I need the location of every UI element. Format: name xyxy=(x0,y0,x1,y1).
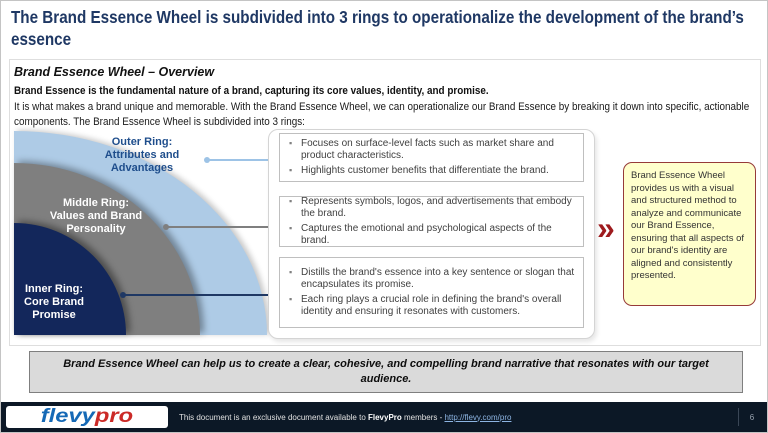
bullet-item: Focuses on surface-level facts such as m… xyxy=(288,138,575,162)
bullet-item: Captures the emotional and psychological… xyxy=(288,223,575,247)
outer-ring-label: Outer Ring: Attributes and Advantages xyxy=(104,136,180,174)
leader-line-inner xyxy=(120,291,279,298)
page-number: 6 xyxy=(749,412,755,422)
detail-box-inner-ring: Distills the brand's essence into a key … xyxy=(279,257,584,328)
leader-line-outer xyxy=(204,156,279,163)
bullet-list: Distills the brand's essence into a key … xyxy=(288,265,575,320)
logo-flevy: flevy xyxy=(40,406,95,427)
bullet-item: Each ring plays a crucial role in defini… xyxy=(288,294,575,318)
footer-link[interactable]: http://flevy.com/pro xyxy=(444,412,512,422)
flevypro-logo-text: flevypro xyxy=(41,406,133,428)
section-heading: Brand Essence Wheel – Overview xyxy=(14,65,215,79)
bullet-item: Represents symbols, logos, and advertise… xyxy=(288,196,575,220)
summary-banner: Brand Essence Wheel can help us to creat… xyxy=(29,351,743,393)
callout-note: Brand Essence Wheel provides us with a v… xyxy=(623,162,756,306)
middle-ring-label: Middle Ring: Values and Brand Personalit… xyxy=(49,197,143,235)
logo-pro: pro xyxy=(94,406,134,427)
detail-box-middle-ring: Represents symbols, logos, and advertise… xyxy=(279,196,584,247)
intro-lead-text: Brand Essence is the fundamental nature … xyxy=(14,85,489,97)
bullet-item: Distills the brand's essence into a key … xyxy=(288,267,575,291)
inner-ring-label: Inner Ring: Core Brand Promise xyxy=(24,283,84,321)
bullet-item: Highlights customer benefits that differ… xyxy=(288,165,575,177)
footer-divider xyxy=(738,408,739,426)
leader-line-middle xyxy=(163,223,279,230)
intro-body-text: It is what makes a brand unique and memo… xyxy=(14,101,750,128)
brand-essence-wheel-diagram xyxy=(14,129,268,335)
content-frame xyxy=(9,59,761,346)
footer-text-middle: members - xyxy=(401,412,445,422)
page-title: The Brand Essence Wheel is subdivided in… xyxy=(11,7,744,49)
leader-dot-icon xyxy=(204,156,210,163)
detail-box-outer-ring: Focuses on surface-level facts such as m… xyxy=(279,133,584,182)
double-chevron-icon: » xyxy=(597,210,615,246)
bullet-list: Represents symbols, logos, and advertise… xyxy=(288,194,575,249)
footer-text-prefix: This document is an exclusive document a… xyxy=(179,412,368,422)
footer-disclaimer: This document is an exclusive document a… xyxy=(179,402,511,432)
footer-bar: flevypro This document is an exclusive d… xyxy=(1,402,767,432)
leader-dot-icon xyxy=(163,223,169,230)
bullet-list: Focuses on surface-level facts such as m… xyxy=(288,136,575,179)
flevypro-logo: flevypro xyxy=(6,406,168,428)
footer-brand: FlevyPro xyxy=(368,412,402,422)
leader-dot-icon xyxy=(120,291,126,298)
